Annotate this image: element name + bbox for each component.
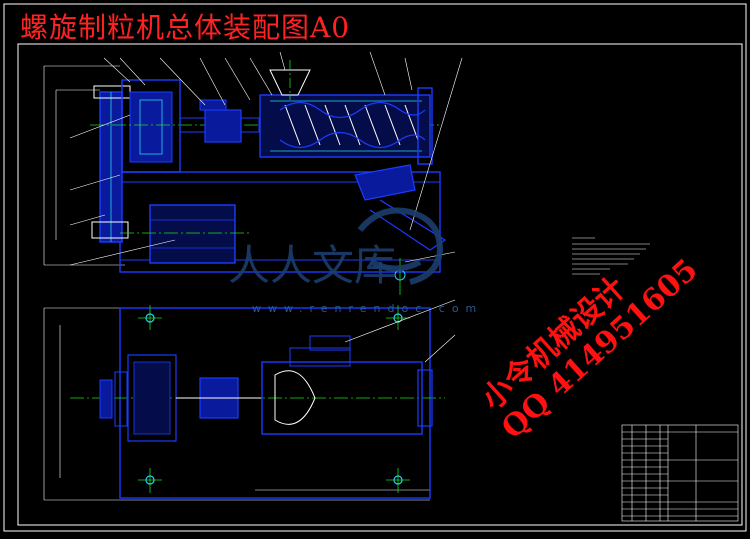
logo-url: www.renrendoc.com [252,302,484,315]
lower-pulley [91,221,129,239]
technical-notes [572,237,650,275]
logo-text: 人人文库 [228,241,397,290]
barrel-plan [261,361,423,435]
motor [149,204,236,264]
title-block [621,424,739,522]
logo-mark [357,207,444,285]
hopper [269,69,311,96]
discharge-chute [354,164,416,201]
screw-flights [284,104,419,146]
die-plate [417,87,433,165]
coupling [204,109,242,143]
front-view [43,51,463,295]
drawing-title: 螺旋制粒机总体装配图A0 [20,11,351,44]
drawing-frame [17,43,743,526]
base-plan [119,307,431,499]
sheet-border [3,3,747,532]
top-view [43,299,456,501]
screw-barrel [259,94,431,158]
